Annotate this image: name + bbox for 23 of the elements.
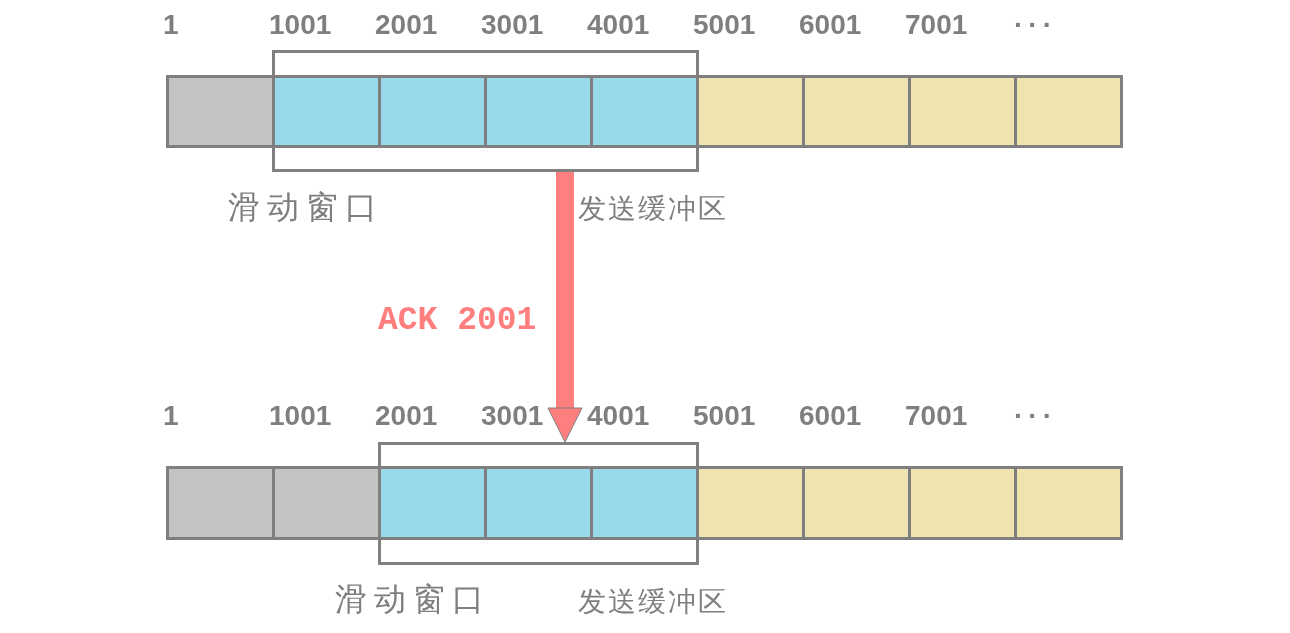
number-label: 5001 xyxy=(693,11,756,39)
number-label: 1001 xyxy=(269,402,332,430)
number-label: 3001 xyxy=(481,11,544,39)
number-label: 6001 xyxy=(799,402,862,430)
buffer-label: 发送缓冲区 xyxy=(578,588,728,616)
number-label: 2001 xyxy=(375,11,438,39)
number-label: 6001 xyxy=(799,11,862,39)
buffer-label: 发送缓冲区 xyxy=(578,195,728,223)
number-label: 7001 xyxy=(905,402,968,430)
number-label: 3001 xyxy=(481,402,544,430)
window-label: 滑动窗口 xyxy=(335,583,491,615)
number-label: 7001 xyxy=(905,11,968,39)
ellipsis-text: ··· xyxy=(1014,11,1057,39)
number-label: 1 xyxy=(163,402,179,430)
arrow xyxy=(547,172,583,443)
ellipsis-text: ··· xyxy=(1014,402,1057,430)
number-label: 4001 xyxy=(587,11,650,39)
window-label: 滑动窗口 xyxy=(228,191,384,223)
number-label: 4001 xyxy=(587,402,650,430)
number-label: 1 xyxy=(163,11,179,39)
number-label: 2001 xyxy=(375,402,438,430)
number-label: 1001 xyxy=(269,11,332,39)
number-label: 5001 xyxy=(693,402,756,430)
